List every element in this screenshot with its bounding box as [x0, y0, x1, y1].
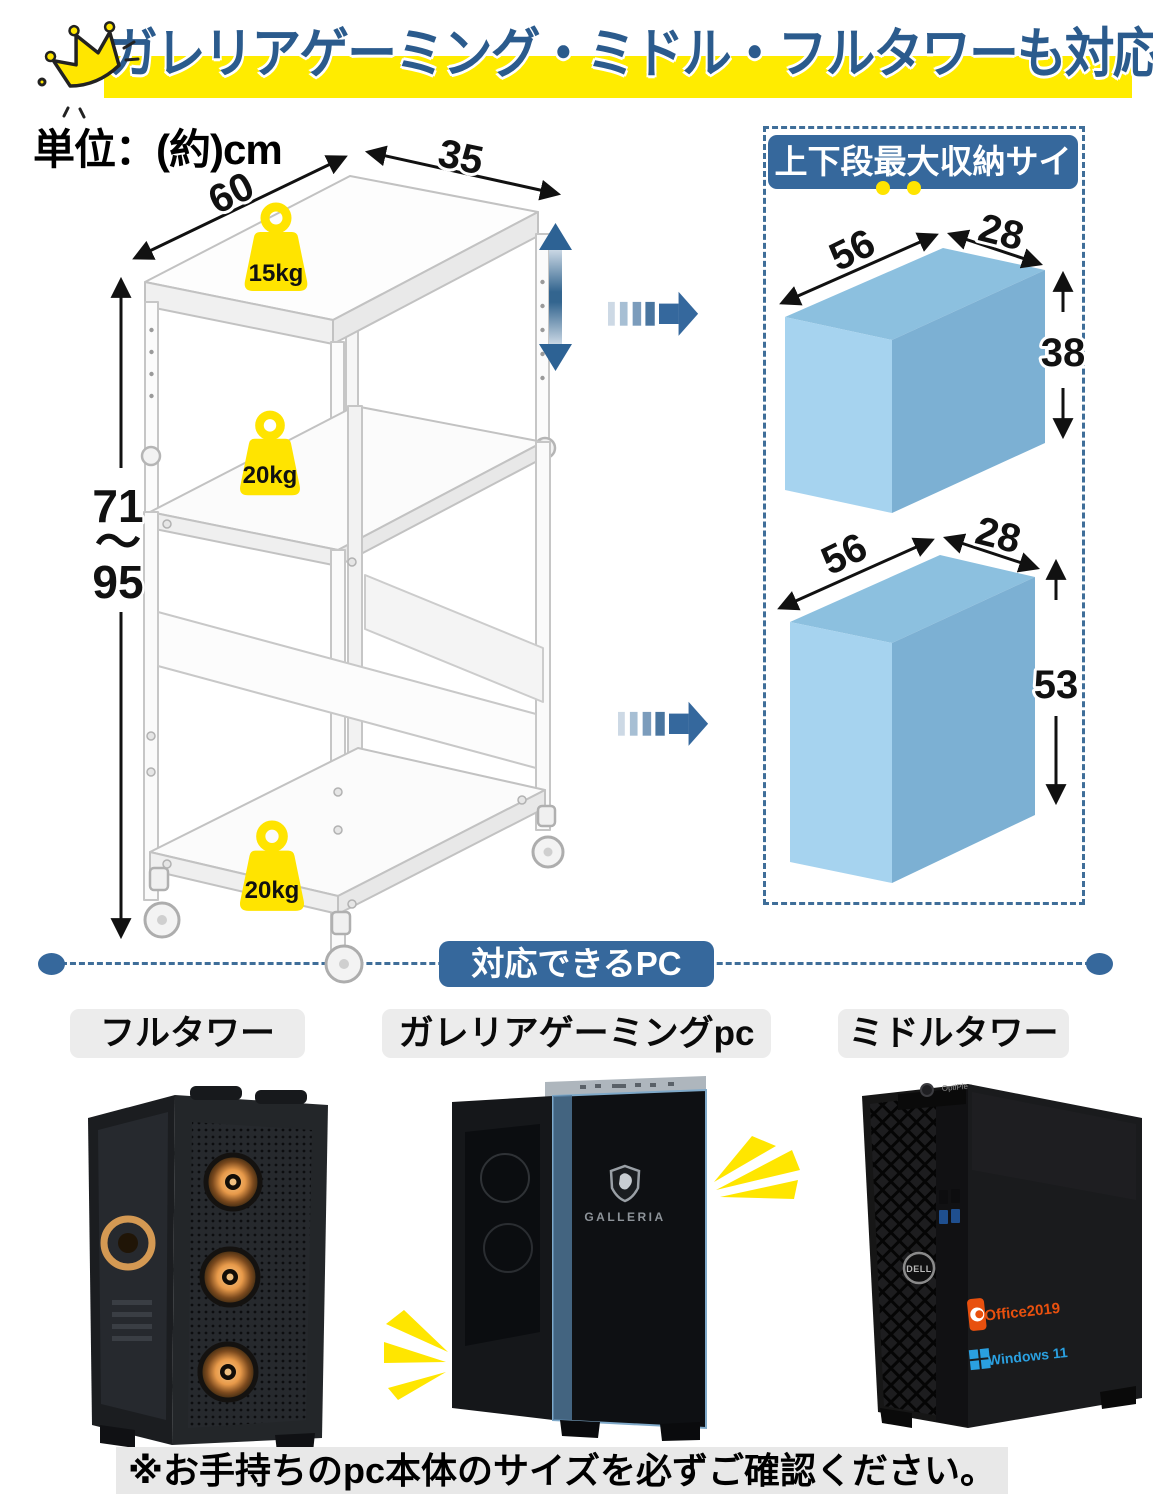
emphasis-burst-left — [384, 1310, 448, 1400]
pc-full-tower — [88, 1086, 328, 1452]
unit-label: 単位：(約)cm — [33, 126, 283, 173]
storage-size-panel: 上下段最大収納サイズ — [763, 126, 1085, 905]
dell-brand-text: DELL — [906, 1264, 932, 1274]
load-top-label: 15kg — [249, 260, 304, 287]
pc-label-full-tower: フルタワー — [70, 1009, 305, 1058]
dell-office-text: Office2019 — [984, 1300, 1061, 1325]
emphasis-burst-right — [714, 1136, 800, 1199]
divider-end-dot — [38, 953, 65, 975]
height-min-label: 71 — [92, 480, 143, 532]
pointer-arrow-lower — [618, 701, 709, 746]
height-adjust-arrow — [539, 223, 572, 371]
page-title: ガレリアゲーミング・ミドル・フルタワーも対応 — [108, 24, 1153, 84]
pc-galleria-tower: GALLERIA — [452, 1076, 707, 1441]
divider-end-dot — [1086, 953, 1113, 975]
storage-panel-title: 上下段最大収納サイズ — [768, 135, 1078, 234]
pc-label-mid-tower: ミドルタワー — [838, 1009, 1069, 1058]
header-highlight-band — [104, 56, 1132, 98]
dell-windows-text: Windows 11 — [987, 1344, 1068, 1368]
compatible-pc-heading: 対応できるPC — [439, 941, 714, 987]
load-bottom-label: 20kg — [245, 877, 300, 904]
cart-illustration — [140, 175, 565, 984]
width-dim-label: 35 — [434, 131, 487, 183]
crown-icon — [37, 21, 140, 119]
galleria-brand-text: GALLERIA — [584, 1210, 665, 1224]
emphasis-dot — [876, 181, 890, 195]
load-weight-icons — [240, 207, 307, 911]
load-middle-label: 20kg — [243, 462, 298, 489]
height-tilde: 〜 — [95, 516, 141, 568]
pc-dell-tower: DELL OptiPlex Office2019 Windows 11 — [862, 1081, 1142, 1428]
footer-note: ※お手持ちのpc本体のサイズを必ずご確認ください。 — [116, 1447, 1008, 1494]
emphasis-dot — [907, 181, 921, 195]
pc-label-galleria: ガレリアゲーミングpc — [382, 1009, 771, 1058]
dell-model-text: OptiPlex — [941, 1081, 972, 1093]
pointer-arrow-upper — [608, 291, 699, 336]
height-max-label: 95 — [92, 556, 143, 608]
